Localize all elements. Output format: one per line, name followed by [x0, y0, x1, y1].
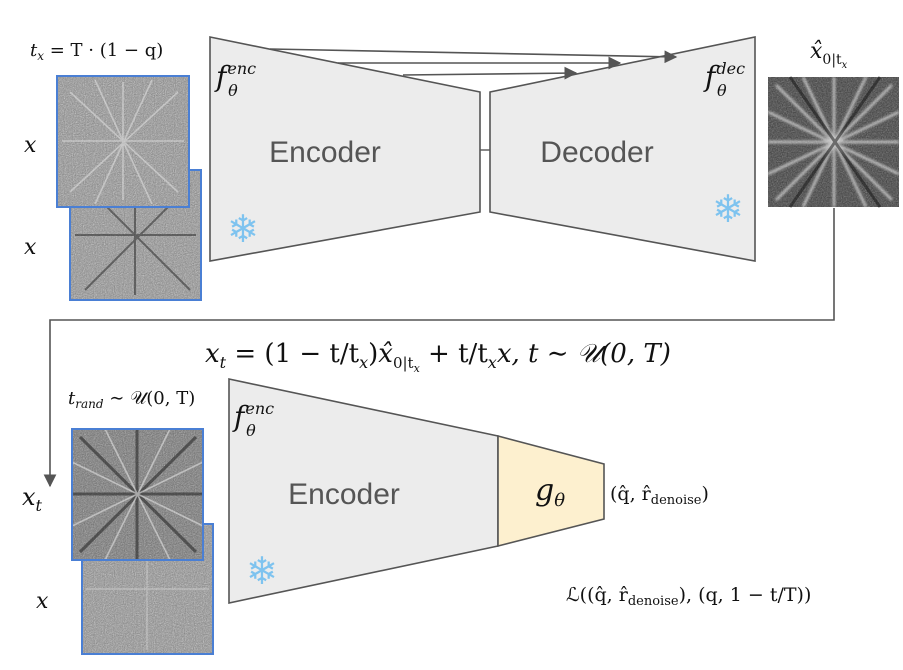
snowflake-icon: ❄	[227, 207, 259, 251]
output-image-top	[767, 76, 900, 208]
x-label-top-1: x	[24, 133, 37, 158]
input-image-top-front	[56, 75, 190, 208]
head-fn-g: gθ	[535, 473, 565, 511]
mix-equation: xt = (1 − t/tx)x̂0|tx + t/txx, t ∼ 𝒰(0, …	[205, 339, 671, 375]
t-rand-formula: trand ∼ 𝒰(0, T)	[68, 388, 195, 411]
x-label-top-2: x	[24, 235, 37, 260]
t-x-formula: tx = T · (1 − q)	[30, 40, 163, 63]
x-t-label: xt	[22, 483, 43, 515]
encoder-label-top: Encoder	[269, 136, 381, 169]
x-label-bottom: x	[36, 589, 49, 614]
snowflake-icon: ❄	[246, 549, 278, 593]
snowflake-icon: ❄	[712, 187, 744, 231]
head-output: (q̂, r̂denoise)	[610, 483, 709, 508]
head-block-g	[497, 434, 605, 548]
input-image-bottom-front	[71, 428, 204, 561]
loss-formula: ℒ((q̂, r̂denoise), (q, 1 − t/T))	[566, 584, 811, 609]
encoder-label-bottom: Encoder	[288, 478, 400, 511]
skip-connections	[269, 48, 678, 80]
decoder-label-top: Decoder	[540, 136, 653, 169]
output-label-top: x̂0|tx	[810, 39, 848, 71]
feedback-path	[43, 208, 835, 488]
encoder-block-top	[209, 36, 481, 262]
